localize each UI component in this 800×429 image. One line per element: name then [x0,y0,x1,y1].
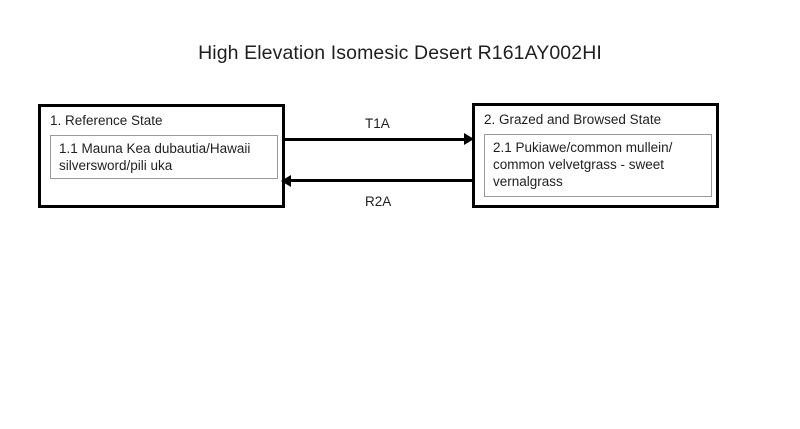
state-heading-2: 2. Grazed and Browsed State [484,112,662,127]
state-heading-1: 1. Reference State [50,113,163,128]
arrow-head-right-icon [464,133,474,145]
transition-label-t1a: T1A [365,116,390,131]
community-phase-box-2-1[interactable]: 2.1 Pukiawe/common mullein/ common velve… [484,134,712,197]
community-phase-label-2-1: 2.1 Pukiawe/common mullein/ common velve… [493,140,673,189]
page-title: High Elevation Isomesic Desert R161AY002… [198,42,602,64]
state-box-reference-state[interactable]: 1. Reference State 1.1 Mauna Kea dubauti… [38,104,285,208]
restoration-arrow-r2a-line [291,179,474,182]
arrow-head-left-icon [281,175,291,187]
community-phase-box-1-1[interactable]: 1.1 Mauna Kea dubautia/Hawaii silverswor… [50,135,278,179]
transition-arrow-t1a-line [283,138,468,141]
restoration-label-r2a: R2A [365,194,392,209]
state-box-grazed-and-browsed-state[interactable]: 2. Grazed and Browsed State 2.1 Pukiawe/… [472,103,719,208]
community-phase-label-1-1: 1.1 Mauna Kea dubautia/Hawaii silverswor… [59,141,251,173]
